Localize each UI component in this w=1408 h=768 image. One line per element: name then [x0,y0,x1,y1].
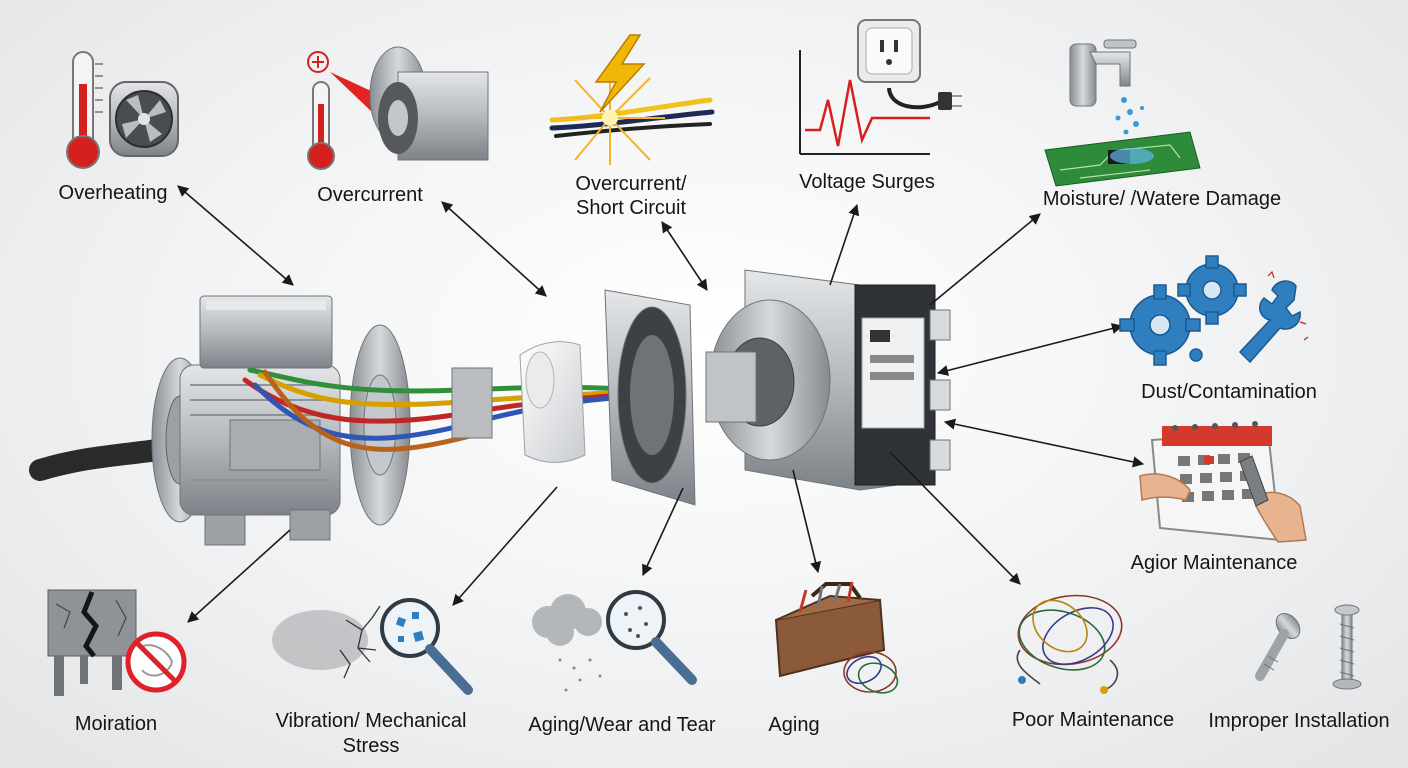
dust-contamination-icons [1119,255,1309,366]
terminal-box [199,295,333,369]
motor-stator-icon [369,46,489,161]
surge-graph-icon [799,50,930,155]
poor-maintenance-icons [1016,594,1123,694]
agior-maintenance-icons [1139,421,1307,543]
aging-icons [774,581,899,694]
overcurrent-icons [307,46,489,170]
label-improper-installation: Improper Installation [1208,710,1390,732]
power-outlet-icon [857,19,921,83]
label-moiration: Moiration [74,713,158,735]
circuit-board-icon [1044,131,1201,187]
bolt-icon [1255,612,1301,681]
moiration-icons [47,589,187,696]
cracked-concrete-icon [47,589,137,696]
cause-arrows [177,185,1145,623]
label-overcurrent: Overcurrent [317,184,423,206]
label-moisture-water: Moisture/ /Watere Damage [1042,188,1282,210]
thermometer-icon [66,51,103,169]
screw-icon [1332,604,1362,690]
gears-icon [1119,255,1247,366]
power-cable [29,437,181,481]
faucet-icon [1069,39,1137,107]
moisture-icons [1044,39,1201,187]
overheating-icons [66,51,179,169]
power-plug-icon [887,87,962,110]
exploded-motor-assembly [29,269,951,546]
arrow-overheating [177,185,294,286]
prohibited-sign-icon [125,631,187,693]
vibration-icons [272,598,473,695]
magnifier-icon [380,598,473,695]
label-overcurrent-short-line1: Overcurrent/ [575,173,687,195]
stator-contactor-block [705,269,951,491]
cracked-surface-icon [272,605,381,679]
label-dust-contamination: Dust/Contamination [1141,381,1317,403]
arrow-dust [936,323,1124,376]
arrow-poor-maintenance [889,451,1021,585]
cooling-fan-icon [109,81,179,157]
short-circuit-icons [549,34,715,165]
label-vibration-line2: Stress [342,735,400,757]
arrow-moiration [187,529,291,623]
label-overheating: Overheating [58,182,168,204]
label-overcurrent-short-line2: Short Circuit [575,197,687,219]
wrench-icon [1239,455,1269,507]
arrow-wear-tear [642,487,684,577]
dust-cloud-icon [532,594,602,692]
arrow-overcurrent [441,201,547,297]
arrow-aging [792,469,822,574]
tangled-wires-icon [843,651,899,694]
lightning-bolt-icon [594,34,646,113]
thermometer-icon [307,81,335,170]
arrow-agior-maintenance [943,418,1145,468]
wrench-icon [1238,280,1301,364]
arrow-vibration [452,486,558,606]
voltage-surges-icons [799,19,962,155]
wire-connector [451,367,493,439]
tangled-wires-icon [1016,594,1123,694]
arrow-voltage-surges [829,203,860,286]
label-voltage-surges: Voltage Surges [799,171,935,193]
magnifier-icon [606,590,697,685]
wear-tear-icons [532,590,697,692]
label-vibration-line1: Vibration/ Mechanical [275,710,467,732]
label-agior-maintenance: Agior Maintenance [1130,552,1298,574]
hands-icon [1139,473,1307,543]
toolbox-icon [774,581,886,678]
label-poor-maintenance: Poor Maintenance [1011,709,1175,731]
current-warning-icon [307,51,382,112]
arrow-short-circuit [661,221,708,291]
water-drops-icon [1115,97,1144,135]
spark-burst-icon [560,70,665,165]
label-aging: Aging [768,714,820,736]
improper-installation-icons [1255,604,1362,690]
arrow-moisture [929,213,1041,306]
label-aging-wear-tear: Aging/Wear and Tear [528,714,716,736]
